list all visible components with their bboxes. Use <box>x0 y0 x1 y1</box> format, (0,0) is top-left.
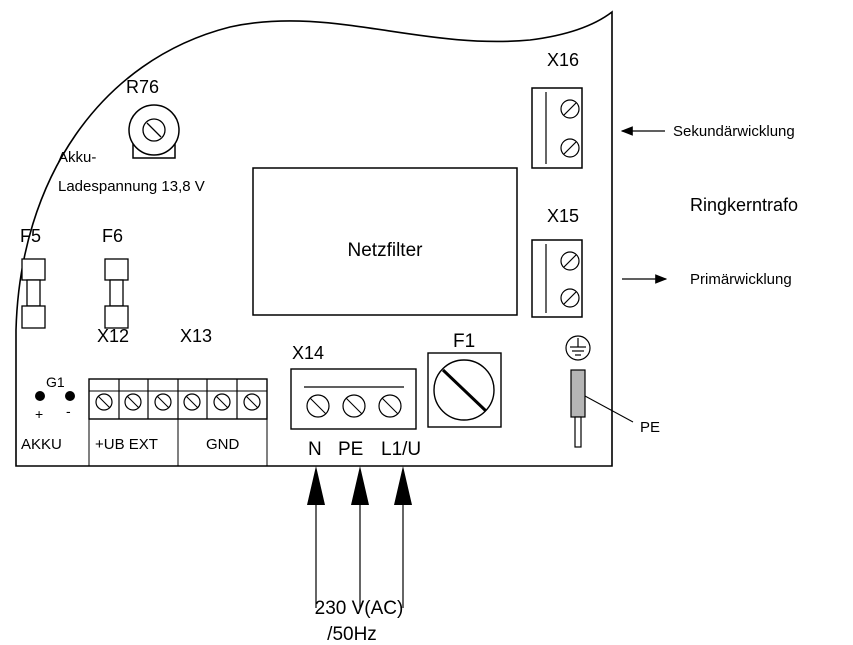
r76-potentiometer[interactable] <box>128 104 180 159</box>
g1-minus-sign: - <box>66 403 71 419</box>
supply-label-line2: /50Hz <box>327 624 377 645</box>
akku-bottom-label: AKKU <box>21 436 62 453</box>
f6-label: F6 <box>102 226 123 246</box>
x15-terminal[interactable] <box>531 239 583 318</box>
ub-ext-label: +UB EXT <box>95 436 158 453</box>
pe-label: PE <box>640 419 660 436</box>
supply-arrow-pe <box>351 466 369 608</box>
fuse-f1[interactable] <box>427 352 502 428</box>
fuse-f5[interactable] <box>21 258 46 329</box>
r76-label: R76 <box>126 77 159 97</box>
g1-plus-sign: + <box>35 406 43 422</box>
pe-pin[interactable] <box>570 369 586 448</box>
supply-arrow-n <box>307 466 325 608</box>
x13-label: X13 <box>180 326 212 346</box>
akku-label-line2: Ladespannung 13,8 V <box>58 178 205 195</box>
g1-minus-dot <box>65 391 75 401</box>
x12-x13-terminal-strip[interactable] <box>88 378 268 420</box>
sekundaer-label: Sekundärwicklung <box>673 123 795 140</box>
akku-label-line1: Akku- <box>58 149 96 166</box>
x14-label: X14 <box>292 343 324 363</box>
supply-arrow-l1 <box>394 466 412 608</box>
x15-label: X15 <box>547 206 579 226</box>
netzfilter-box <box>252 167 518 316</box>
x14-terminal[interactable] <box>290 368 417 430</box>
f5-label: F5 <box>20 226 41 246</box>
g1-plus-dot <box>35 391 45 401</box>
gnd-label: GND <box>206 436 240 453</box>
supply-label-line1: 230 V(AC) <box>315 598 404 619</box>
x16-label: X16 <box>547 50 579 70</box>
fuse-f6[interactable] <box>104 258 129 329</box>
pe-terminal-label: PE <box>338 439 363 460</box>
l1-label: L1/U <box>381 439 421 460</box>
ringkern-label: Ringkerntrafo <box>690 195 798 215</box>
x12-label: X12 <box>97 326 129 346</box>
x16-terminal[interactable] <box>531 87 583 169</box>
n-label: N <box>308 439 322 460</box>
pe-leader-line <box>584 395 634 423</box>
primaer-label: Primärwicklung <box>690 271 792 288</box>
g1-label: G1 <box>46 374 65 390</box>
f1-label: F1 <box>453 331 475 352</box>
netzfilter-label: Netzfilter <box>348 240 424 261</box>
ground-icon <box>565 335 591 361</box>
